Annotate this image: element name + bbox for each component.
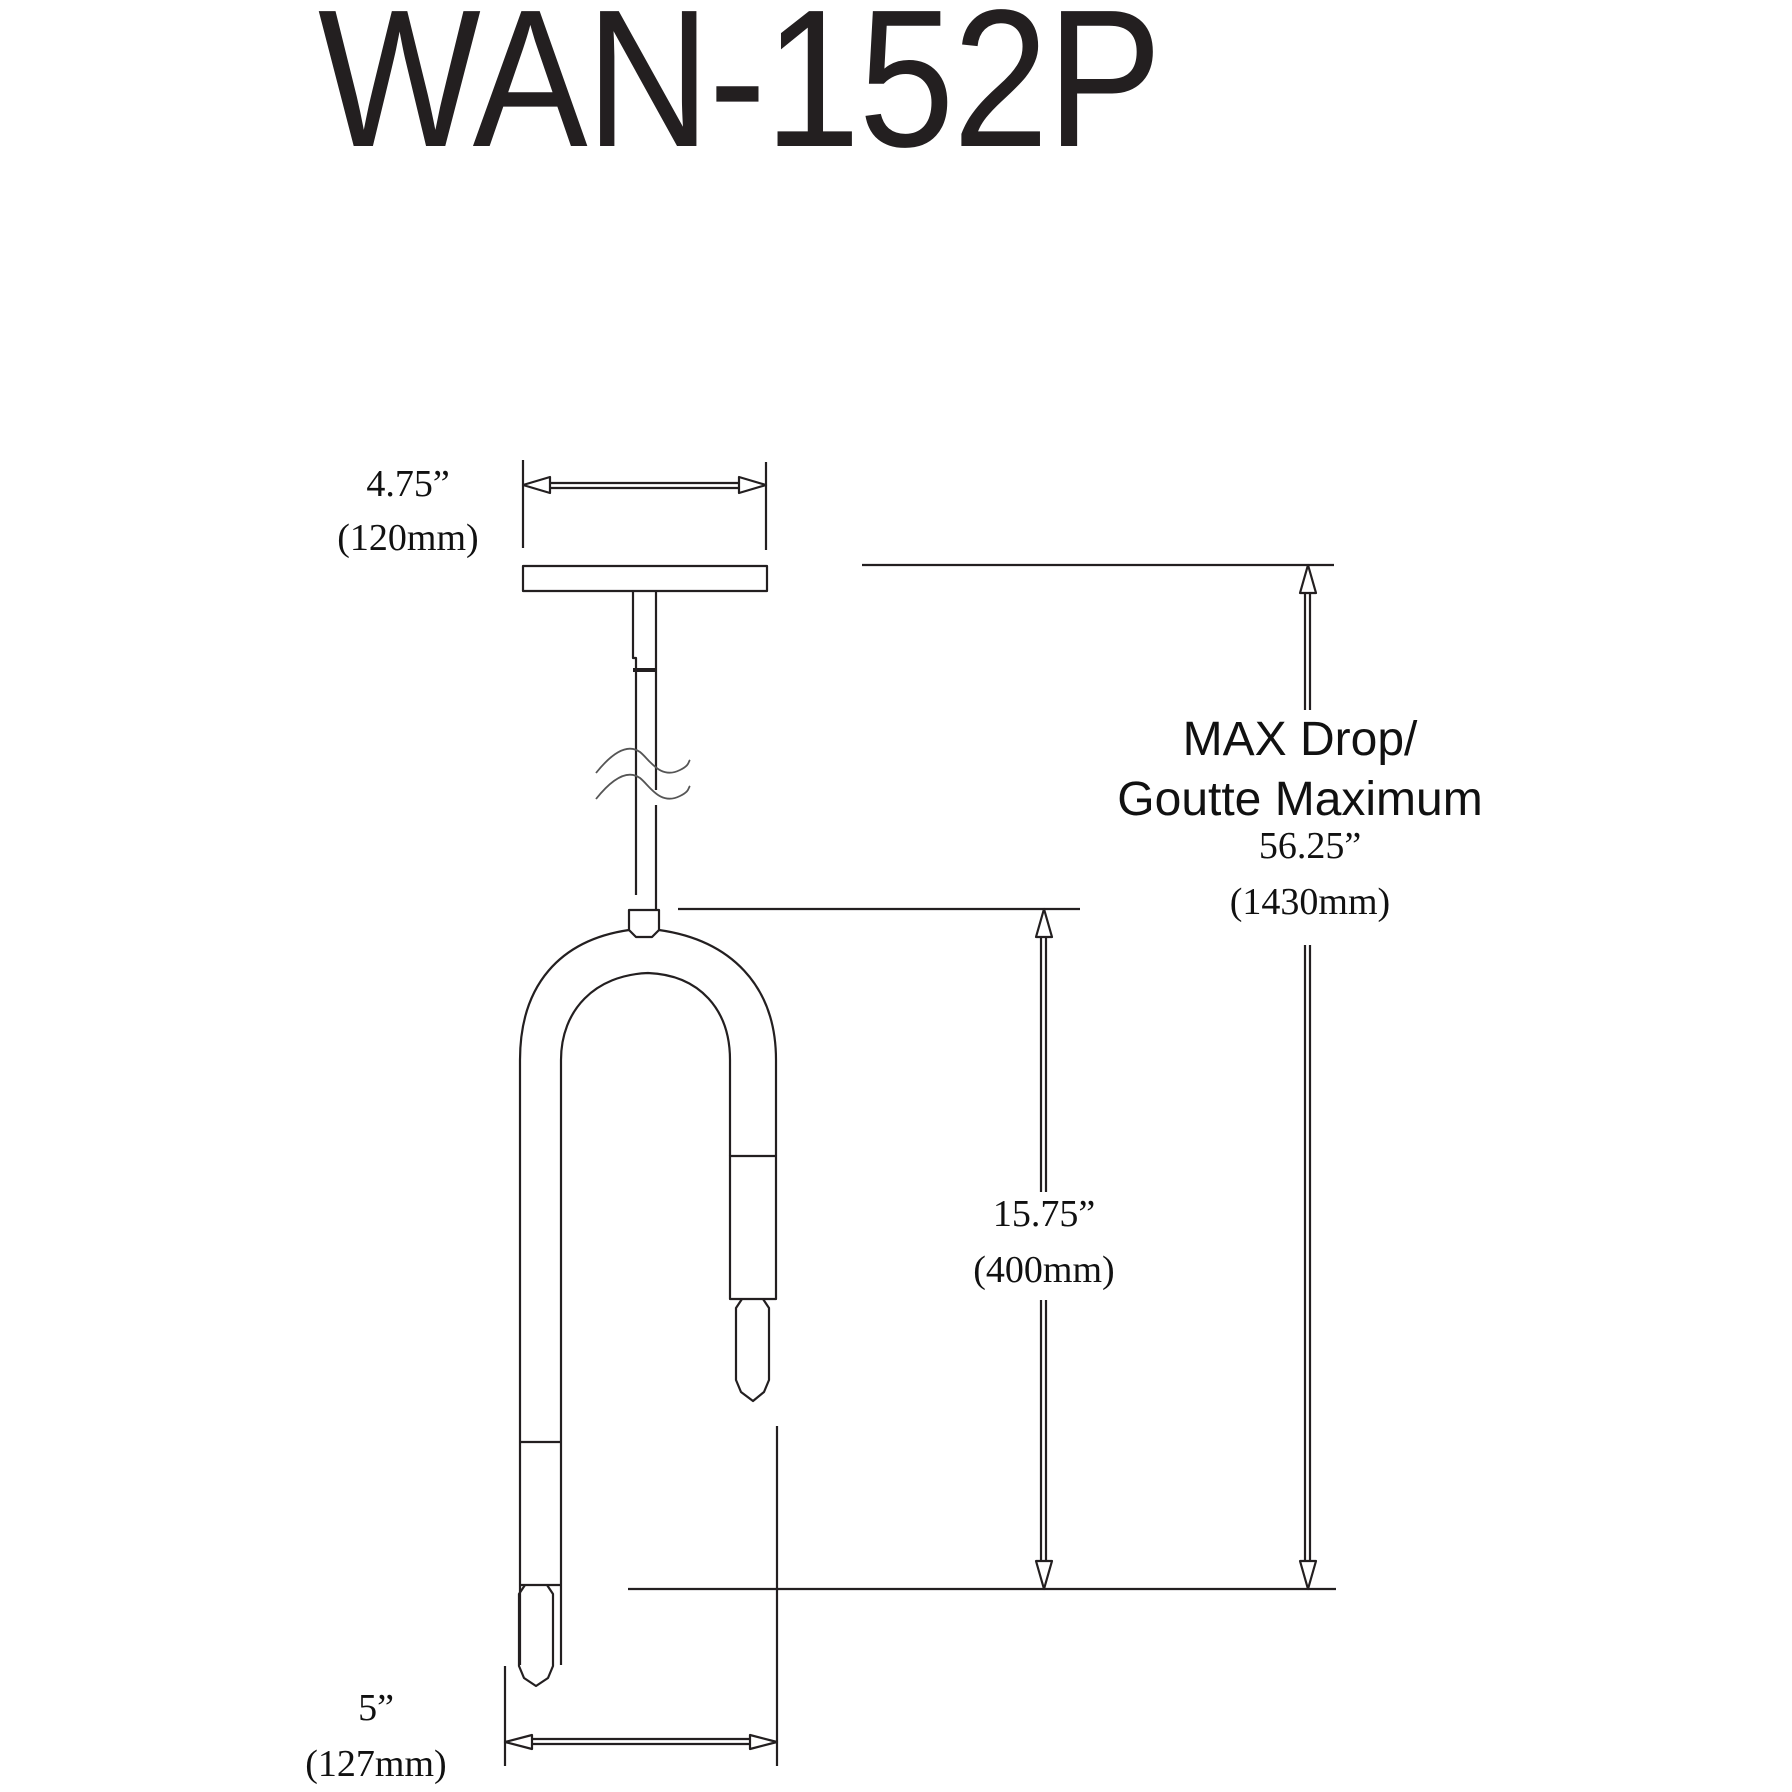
max-drop-label: MAX Drop/ Goutte Maximum [1100, 710, 1500, 830]
max-drop-label-fr: Goutte Maximum [1117, 773, 1483, 826]
fixture-width-imperial: 5” [358, 1687, 394, 1729]
stem [631, 591, 658, 910]
max-drop-metric: (1430mm) [1229, 881, 1391, 923]
u-shaped-arm [518, 928, 778, 1665]
fixture-width-metric: (127mm) [305, 1743, 447, 1785]
max-drop-imperial: 56.25” [1258, 825, 1362, 867]
max-drop-label-en: MAX Drop/ [1182, 713, 1418, 766]
canopy-width-label: 4.75” (120mm) [318, 460, 498, 562]
canopy-width-metric: (120mm) [337, 517, 479, 559]
connector [627, 908, 661, 939]
bulb-right [734, 1298, 771, 1403]
model-title: WAN-152P [318, 0, 1162, 188]
canopy-width-imperial: 4.75” [366, 463, 450, 505]
canopy [521, 564, 769, 593]
fixture-height-metric: (400mm) [973, 1249, 1115, 1291]
fixture-height-imperial: 15.75” [992, 1193, 1096, 1235]
max-drop-values: 56.25” (1430mm) [1200, 822, 1420, 926]
canopy-width-dimension [521, 460, 768, 550]
length-break-symbol [595, 747, 691, 800]
bulb-left [517, 1584, 555, 1688]
fixture-width-dimension [503, 1426, 779, 1766]
fixture-height-dimension [628, 907, 1336, 1591]
max-drop-dimension [862, 563, 1334, 1591]
fixture-width-label: 5” (127mm) [286, 1684, 466, 1788]
fixture-height-label: 15.75” (400mm) [944, 1190, 1144, 1294]
